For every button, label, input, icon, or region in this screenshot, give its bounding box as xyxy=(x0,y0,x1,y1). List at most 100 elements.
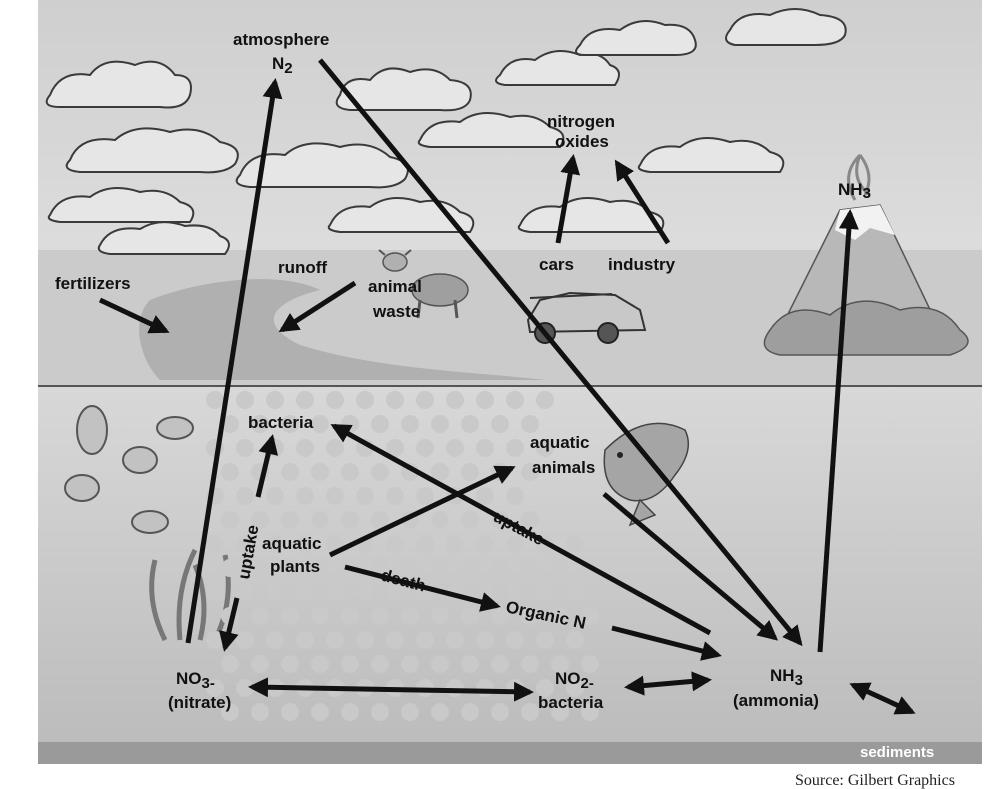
water-dot xyxy=(326,631,344,649)
label-no2-bacteria: bacteria xyxy=(538,693,604,712)
water-dot xyxy=(296,439,314,457)
water-dot xyxy=(356,583,374,601)
water-dot xyxy=(296,487,314,505)
dot-pattern xyxy=(206,391,599,721)
water-dot xyxy=(281,607,299,625)
label-animal: animal xyxy=(368,277,422,296)
label-fertilizers: fertilizers xyxy=(55,274,131,293)
water-dot xyxy=(356,487,374,505)
cloud-icon xyxy=(45,60,192,109)
water-dot xyxy=(386,439,404,457)
water-dot xyxy=(476,583,494,601)
cloud-icon xyxy=(65,127,239,174)
water-dot xyxy=(431,607,449,625)
water-dot xyxy=(581,655,599,673)
water-dot xyxy=(221,559,239,577)
water-dot xyxy=(446,391,464,409)
label-atmosphere: atmosphere xyxy=(233,30,329,49)
label-nh3-volcano: NH3 xyxy=(838,180,871,202)
arrow-animal-waste xyxy=(278,280,357,333)
water-dot xyxy=(401,559,419,577)
water-dot xyxy=(416,631,434,649)
label-waste: waste xyxy=(372,302,420,321)
water-dot xyxy=(371,511,389,529)
water-dot xyxy=(356,391,374,409)
water-dot xyxy=(446,535,464,553)
water-dot xyxy=(281,703,299,721)
water-dot xyxy=(521,655,539,673)
water-dot xyxy=(416,391,434,409)
water-dot xyxy=(251,607,269,625)
water-dot xyxy=(371,655,389,673)
water-dot xyxy=(236,391,254,409)
water-dot xyxy=(236,679,254,697)
arrow-ammonia-to-bacteria xyxy=(330,423,712,636)
water-dot xyxy=(311,511,329,529)
water-dot xyxy=(251,511,269,529)
cloud-icon xyxy=(575,20,697,56)
cow-icon xyxy=(378,249,469,319)
water-dot xyxy=(311,559,329,577)
water-dot xyxy=(401,415,419,433)
water-dot xyxy=(311,703,329,721)
label-ammonia: (ammonia) xyxy=(733,691,819,710)
cloud-icon xyxy=(47,187,195,223)
water-dot xyxy=(476,535,494,553)
water-dot xyxy=(386,583,404,601)
water-dot xyxy=(371,463,389,481)
water-dot xyxy=(341,463,359,481)
cloud-icon xyxy=(637,137,785,173)
water-dot xyxy=(251,703,269,721)
water-dot xyxy=(236,439,254,457)
water-dot xyxy=(401,607,419,625)
cloud-icon xyxy=(725,8,847,46)
water-dot xyxy=(521,607,539,625)
water-dot xyxy=(296,631,314,649)
water-dot xyxy=(326,391,344,409)
water-dot xyxy=(536,631,554,649)
water-dot xyxy=(281,415,299,433)
label-no2: NO2- xyxy=(555,669,594,692)
water-dot xyxy=(311,415,329,433)
car-icon xyxy=(526,291,647,344)
water-dot xyxy=(221,463,239,481)
water-dot xyxy=(506,391,524,409)
water-dot xyxy=(371,703,389,721)
water-dot xyxy=(326,487,344,505)
water-dot xyxy=(431,703,449,721)
water-dot xyxy=(266,631,284,649)
water-dot xyxy=(311,607,329,625)
cloud-icon xyxy=(335,67,472,112)
water-dot xyxy=(521,415,539,433)
cloud-icon xyxy=(235,142,409,189)
source-caption: Source: Gilbert Graphics xyxy=(795,772,955,789)
water-dot xyxy=(506,487,524,505)
arrow-uptake-to-plants xyxy=(219,597,240,652)
water-dot xyxy=(431,511,449,529)
water-dot xyxy=(266,535,284,553)
water-dot xyxy=(341,511,359,529)
label-aquatic-plants-1: aquatic xyxy=(262,534,322,553)
water-dot xyxy=(461,703,479,721)
water-dot xyxy=(341,703,359,721)
label-aquatic-animals-1: aquatic xyxy=(530,433,590,452)
cloud-icon xyxy=(327,197,475,233)
water-dot xyxy=(431,655,449,673)
cloud-icon xyxy=(417,112,565,148)
water-dot xyxy=(296,391,314,409)
water-dot xyxy=(476,391,494,409)
arrow-organic-to-ammonia xyxy=(611,625,722,661)
water-dot xyxy=(431,463,449,481)
arrow-nh3-to-volcano xyxy=(817,209,859,653)
water-dot xyxy=(356,631,374,649)
water-dot xyxy=(461,415,479,433)
water-dot xyxy=(221,655,239,673)
arrow-no2-nh3 xyxy=(624,671,712,696)
water-dot xyxy=(371,607,389,625)
water-dot xyxy=(461,607,479,625)
water-dot xyxy=(536,439,554,457)
label-aquatic-plants-2: plants xyxy=(270,557,320,576)
water-dot xyxy=(476,439,494,457)
label-no3: NO3- xyxy=(176,669,215,692)
sediments-label: sediments xyxy=(860,744,934,761)
